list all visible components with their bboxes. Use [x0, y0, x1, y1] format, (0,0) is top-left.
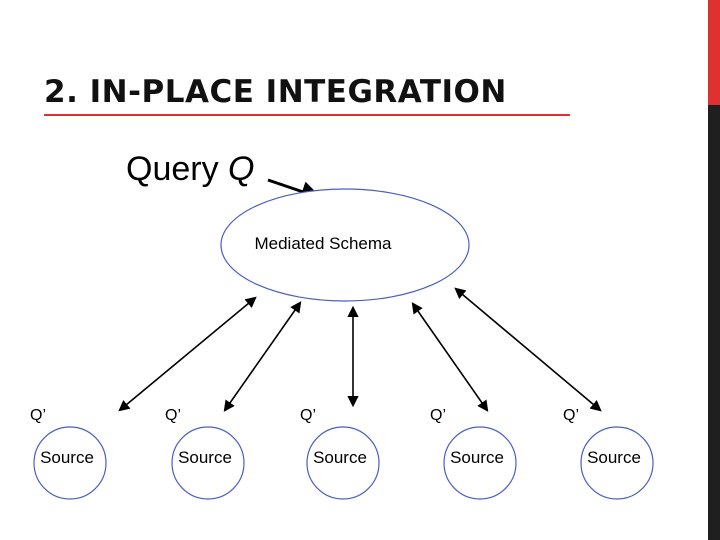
source-query-label-3: Q’	[300, 407, 316, 424]
source-label-4: Source	[450, 448, 504, 467]
query-variable: Q	[228, 150, 255, 188]
source-node-1	[33, 426, 107, 500]
source-label-5: Source	[587, 448, 641, 467]
mediated-schema-node	[220, 188, 470, 302]
accent-stripe-top	[708, 0, 720, 105]
source-query-label-4: Q’	[430, 407, 446, 424]
source-label-1: Source	[40, 448, 94, 467]
source-link-arrow-5	[454, 287, 602, 412]
source-node-4	[443, 426, 517, 500]
title-underline	[44, 114, 570, 116]
source-label-2: Source	[178, 448, 232, 467]
source-node-5	[580, 426, 654, 500]
query-label: Query Q	[126, 152, 255, 186]
source-query-label-2: Q’	[165, 407, 181, 424]
source-query-label-1: Q’	[30, 407, 46, 424]
source-layer: Source Q’ Source Q’ Source Q’ Source Q’ Source Q’	[30, 287, 654, 500]
source-link-arrow-2	[223, 301, 302, 412]
source-node-3	[306, 426, 380, 500]
source-node-2	[171, 426, 245, 500]
source-query-label-5: Q’	[563, 407, 579, 424]
slide-title: 2. IN-PLACE INTEGRATION	[44, 74, 507, 110]
mediated-schema-label: Mediated Schema	[254, 234, 392, 253]
source-link-arrow-1	[118, 296, 257, 412]
source-link-arrow-4	[411, 302, 489, 412]
accent-stripe-bottom	[708, 105, 720, 540]
query-prefix: Query	[126, 150, 219, 188]
source-label-3: Source	[313, 448, 367, 467]
